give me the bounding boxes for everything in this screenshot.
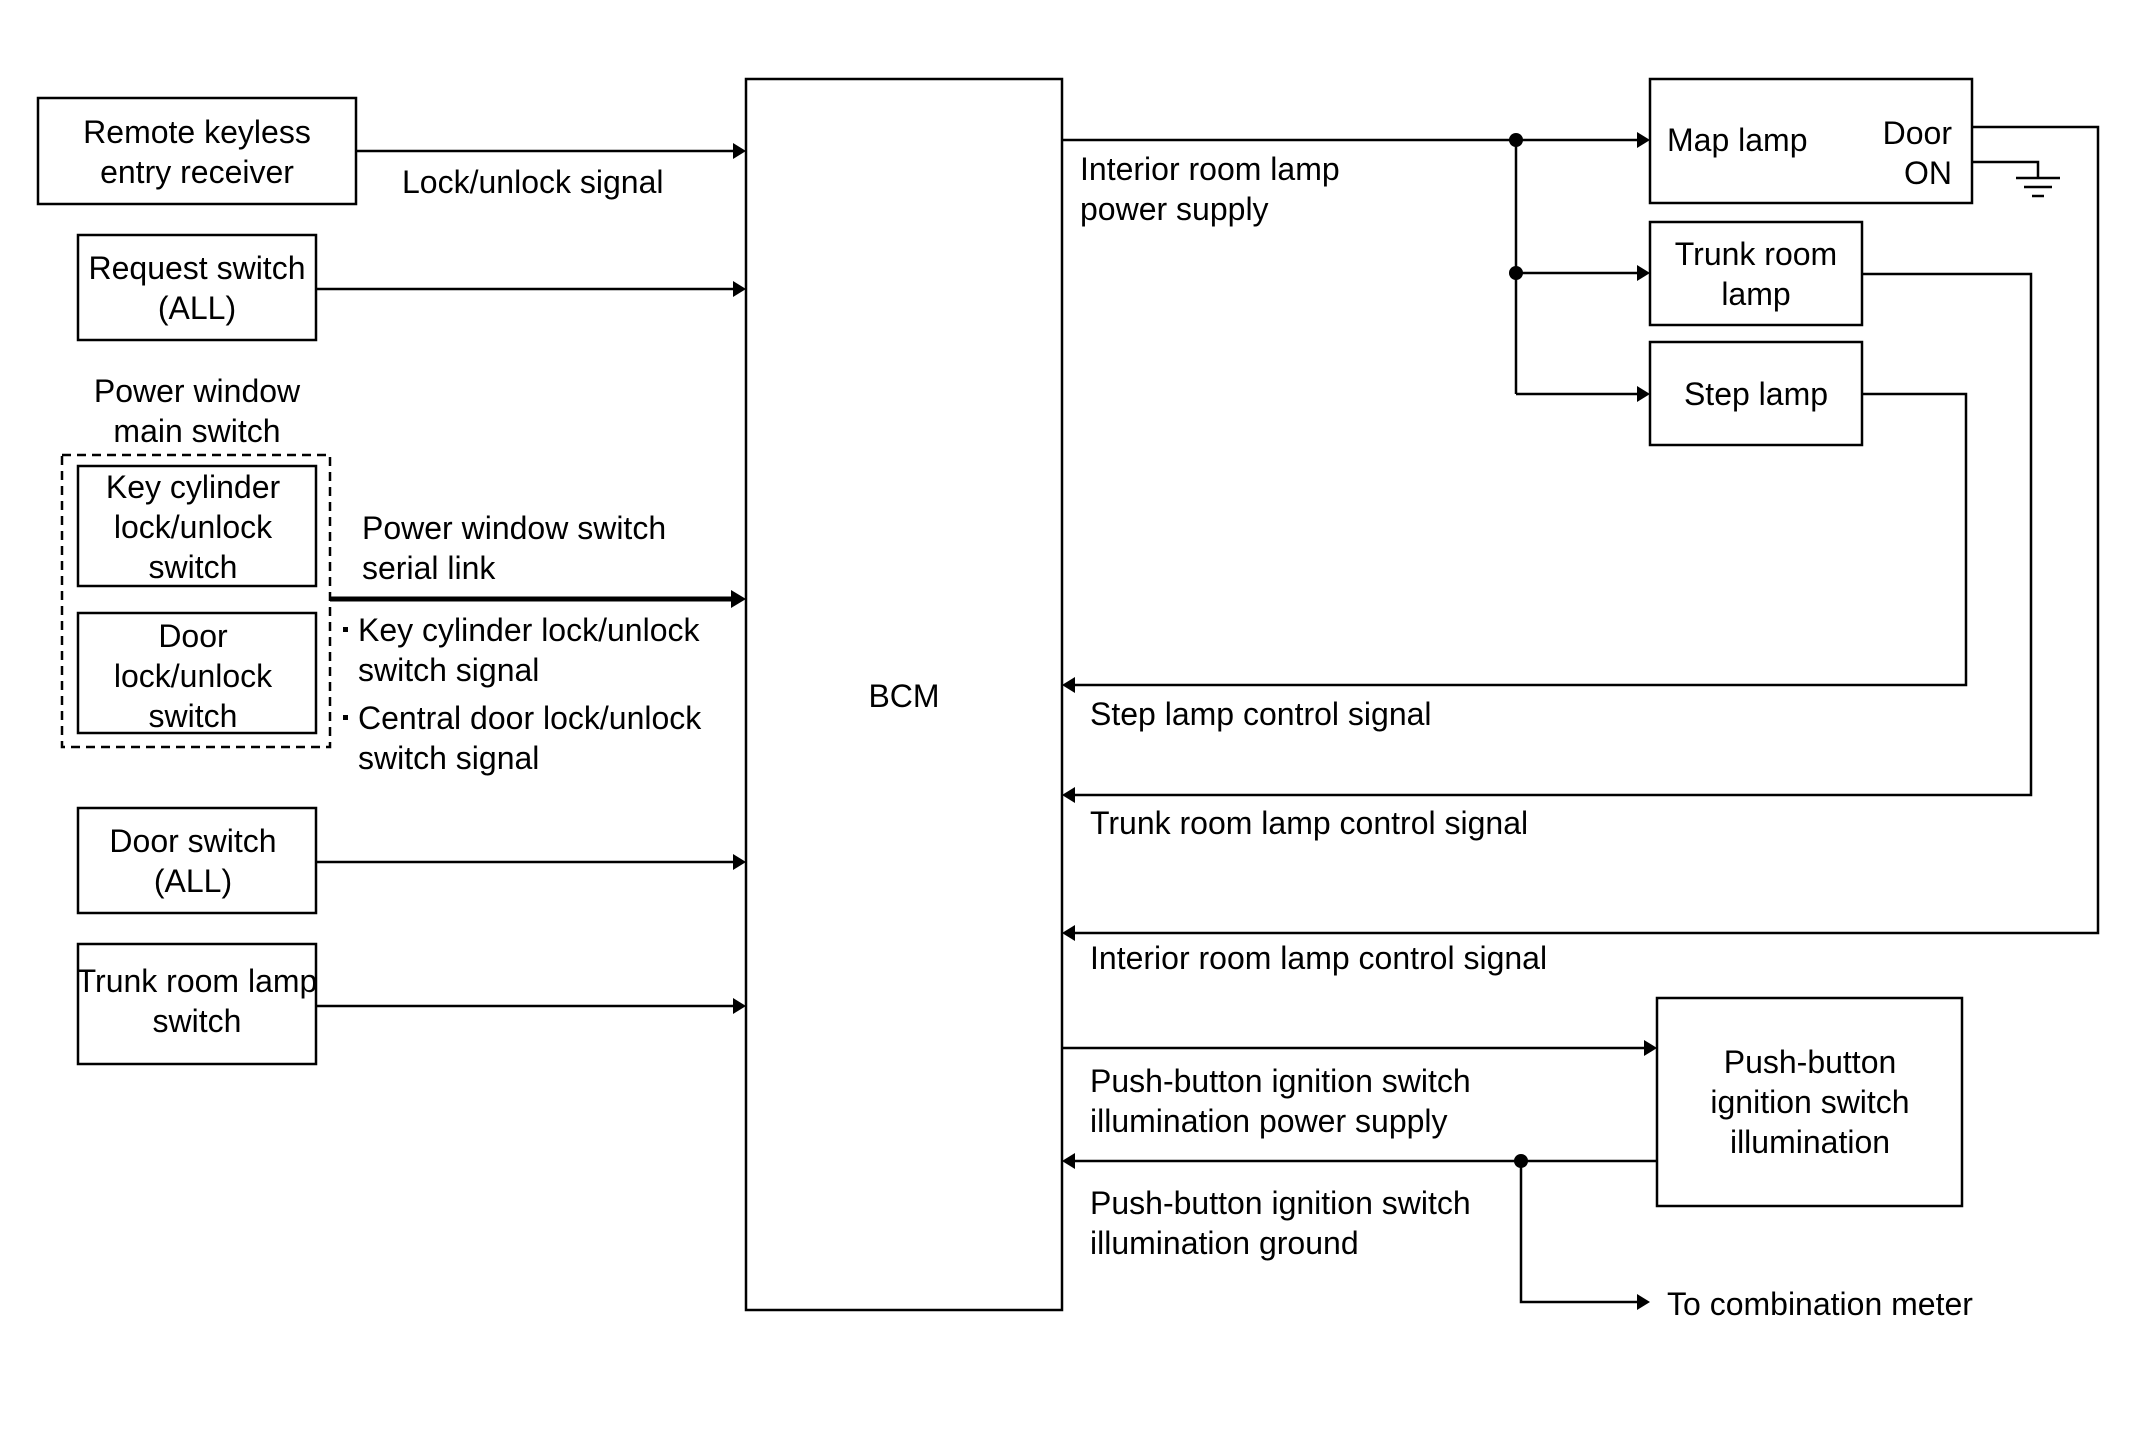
push-button-illumination: Push-button ignition switch illumination bbox=[1655, 996, 1964, 1208]
step-lamp-signal-arrowhead bbox=[1062, 677, 1075, 693]
step-lamp-signal-label: Step lamp control signal bbox=[1090, 696, 1432, 732]
step-lamp-return-line bbox=[1072, 392, 1968, 687]
map-lamp-door-label: Door bbox=[1883, 115, 1953, 151]
key-cylinder-switch: Key cylinder lock/unlock switch bbox=[76, 464, 318, 588]
interior-lamp-signal-arrowhead bbox=[1062, 925, 1075, 941]
lock-unlock-signal-label: Lock/unlock signal bbox=[402, 164, 663, 200]
door-switch-line1: Door switch bbox=[109, 823, 276, 859]
power-window-title1: Power window bbox=[94, 373, 301, 409]
trunk-switch-arrowhead bbox=[733, 998, 746, 1014]
map-lamp-label: Map lamp bbox=[1667, 122, 1808, 158]
door-lock-line2: lock/unlock bbox=[114, 658, 273, 694]
bullet1-line1: Key cylinder lock/unlock bbox=[358, 612, 700, 648]
step-lamp: Step lamp bbox=[1648, 340, 1864, 447]
push-power-arrowhead bbox=[1644, 1040, 1657, 1056]
power-window-title2: main switch bbox=[113, 413, 280, 449]
push-ground-arrowhead bbox=[1062, 1153, 1075, 1169]
push-illum-line1: Push-button bbox=[1724, 1044, 1897, 1080]
bcm-label: BCM bbox=[868, 678, 939, 714]
trunk-lamp-signal-arrowhead bbox=[1062, 787, 1075, 803]
bullet2-line2: switch signal bbox=[358, 740, 539, 776]
trunk-switch-line1: Trunk room lamp bbox=[77, 963, 318, 999]
trunk-lamp-line1: Trunk room bbox=[1675, 236, 1837, 272]
request-switch-line1: Request switch bbox=[89, 250, 306, 286]
interior-power-line2: power supply bbox=[1080, 191, 1269, 227]
push-ground-line2: illumination ground bbox=[1090, 1225, 1359, 1261]
map-lamp-arrowhead bbox=[1637, 132, 1650, 148]
serial-link-line1: Power window switch bbox=[362, 510, 666, 546]
push-ground-line1: Push-button ignition switch bbox=[1090, 1185, 1471, 1221]
trunk-switch-line2: switch bbox=[153, 1003, 242, 1039]
interior-lamp-signal-label: Interior room lamp control signal bbox=[1090, 940, 1547, 976]
trunk-lamp-signal-label: Trunk room lamp control signal bbox=[1090, 805, 1528, 841]
combination-meter-label: To combination meter bbox=[1667, 1286, 1973, 1322]
push-power-line2: illumination power supply bbox=[1090, 1103, 1448, 1139]
interior-lamp-return-line bbox=[1072, 125, 2100, 935]
trunk-lamp-arrowhead bbox=[1637, 265, 1650, 281]
combination-meter-line bbox=[1519, 1161, 1640, 1304]
door-lock-line1: Door bbox=[158, 618, 228, 654]
request-switch-line2: (ALL) bbox=[158, 290, 236, 326]
trunk-lamp-return-line bbox=[1072, 272, 2033, 797]
door-switch-line2: (ALL) bbox=[154, 863, 232, 899]
push-power-line1: Push-button ignition switch bbox=[1090, 1063, 1471, 1099]
request-switch: Request switch (ALL) bbox=[76, 233, 318, 342]
step-lamp-label: Step lamp bbox=[1684, 376, 1828, 412]
push-illum-line3: illumination bbox=[1730, 1124, 1890, 1160]
bullet-marker-2 bbox=[343, 715, 348, 720]
bullet2-line1: Central door lock/unlock bbox=[358, 700, 702, 736]
key-cylinder-line1: Key cylinder bbox=[106, 469, 281, 505]
door-lock-line3: switch bbox=[149, 698, 238, 734]
serial-link-arrowhead bbox=[731, 590, 746, 608]
combination-meter-arrowhead bbox=[1637, 1294, 1650, 1310]
door-switch: Door switch (ALL) bbox=[76, 806, 318, 915]
remote-keyless-line1: Remote keyless bbox=[83, 114, 311, 150]
remote-keyless-entry-receiver: Remote keyless entry receiver bbox=[36, 96, 358, 206]
door-switch-arrowhead bbox=[733, 854, 746, 870]
step-lamp-arrowhead bbox=[1637, 386, 1650, 402]
door-lock-switch: Door lock/unlock switch bbox=[76, 611, 318, 735]
bcm-block: BCM bbox=[744, 77, 1064, 1312]
remote-keyless-line2: entry receiver bbox=[100, 154, 294, 190]
trunk-lamp-line2: lamp bbox=[1721, 276, 1790, 312]
map-lamp-on-label: ON bbox=[1904, 155, 1952, 191]
trunk-room-lamp-switch: Trunk room lamp switch bbox=[77, 942, 318, 1066]
key-cylinder-line3: switch bbox=[149, 549, 238, 585]
interior-power-line1: Interior room lamp bbox=[1080, 151, 1340, 187]
ground-icon bbox=[1972, 160, 2060, 198]
request-switch-arrowhead bbox=[733, 281, 746, 297]
trunk-room-lamp: Trunk room lamp bbox=[1648, 220, 1864, 327]
bullet-marker-1 bbox=[343, 627, 348, 632]
push-illum-line2: ignition switch bbox=[1710, 1084, 1909, 1120]
serial-link-line2: serial link bbox=[362, 550, 496, 586]
bullet1-line2: switch signal bbox=[358, 652, 539, 688]
key-cylinder-line2: lock/unlock bbox=[114, 509, 273, 545]
map-lamp: Map lamp Door ON bbox=[1648, 77, 1974, 205]
lock-unlock-arrowhead bbox=[733, 143, 746, 159]
